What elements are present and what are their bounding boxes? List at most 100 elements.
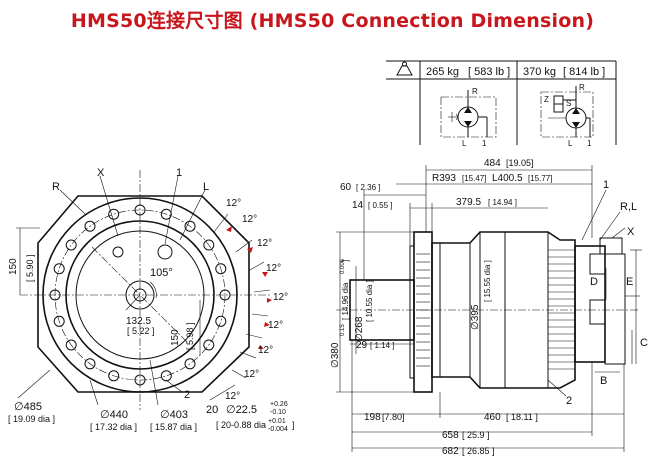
bolt-hole bbox=[65, 239, 77, 251]
front-label-x: X bbox=[97, 167, 105, 179]
angle-12-c: 12° bbox=[257, 238, 272, 249]
hole-dia: ∅22.5 bbox=[226, 404, 257, 416]
dim-198: 198 bbox=[364, 412, 381, 423]
angle-12-g: 12° bbox=[258, 345, 273, 356]
side-label-e: E bbox=[626, 276, 633, 288]
dim-484-in: [19.05] bbox=[506, 158, 534, 168]
body-ribs bbox=[416, 249, 575, 370]
weight-table: 265 kg [ 583 lb ] 370 kg [ 814 lb ] bbox=[386, 60, 617, 145]
angle-12-e: 12° bbox=[273, 292, 288, 303]
dim-150-left: 150 bbox=[8, 258, 19, 275]
schematic-b-port-l: L bbox=[568, 139, 573, 148]
schematic-a-port-r: R bbox=[472, 87, 478, 96]
side-label-x: X bbox=[627, 226, 635, 238]
hole-in: [ 20-0.88 dia bbox=[216, 420, 266, 430]
weight-a-lb: [ 583 lb ] bbox=[468, 66, 510, 78]
bolt-hole bbox=[215, 263, 227, 275]
page-title: HMS50连接尺寸图 (HMS50 Connection Dimension) bbox=[0, 6, 665, 33]
angle-markers bbox=[213, 213, 271, 379]
angle-12-d: 12° bbox=[266, 263, 281, 274]
dia-395-in: [ 15.55 dia ] bbox=[483, 260, 492, 302]
dia-403-in: [ 15.87 dia ] bbox=[150, 422, 197, 432]
red-angle-arrows bbox=[226, 226, 272, 349]
side-label-b: B bbox=[600, 375, 607, 387]
dia-268-in: [ 10.55 dia ] bbox=[365, 280, 374, 322]
bolt-hole bbox=[108, 370, 120, 382]
side-label-rl: R,L bbox=[620, 201, 637, 213]
dim-460: 460 bbox=[484, 412, 501, 423]
dim-379-in: [ 14.94 ] bbox=[488, 198, 517, 207]
front-label-1: 1 bbox=[176, 167, 182, 179]
dim-29: 29 bbox=[356, 340, 368, 351]
front-angle-105: 105° bbox=[150, 267, 173, 279]
dia-395: ∅395 bbox=[470, 304, 481, 330]
bolt-hole bbox=[160, 208, 172, 220]
bolt-hole bbox=[84, 358, 96, 370]
angle-12-f: 12° bbox=[268, 320, 283, 331]
dia-380-tol: 0.15 bbox=[340, 324, 346, 336]
bolt-hole bbox=[108, 208, 120, 220]
schematic-b-port-1: 1 bbox=[587, 139, 592, 148]
dim-658: 658 bbox=[442, 430, 459, 441]
schematic-a-port-l: L bbox=[462, 139, 467, 148]
front-label-l: L bbox=[203, 181, 209, 193]
dim-658-in: [ 25.9 ] bbox=[462, 430, 490, 440]
hole-tol-plus: +0.26 bbox=[270, 401, 288, 408]
dim-l400-in: [15.77] bbox=[528, 174, 552, 183]
front-view: X 1 R L 2 105° 12° 12° 12° 12° 12° 12° 1… bbox=[8, 167, 295, 433]
weight-a: 265 kg bbox=[426, 66, 459, 78]
weight-icon bbox=[396, 61, 413, 76]
hydraulic-schematic-a: R L 1 bbox=[440, 87, 497, 148]
dia-403: ∅403 bbox=[160, 409, 188, 421]
dim-198-in: [7.80] bbox=[382, 412, 405, 422]
bolt-hole bbox=[160, 370, 172, 382]
bolt-hole bbox=[203, 339, 215, 351]
dim-l400: L400.5 bbox=[492, 173, 523, 184]
dim-132-in: [ 5.22 ] bbox=[127, 326, 155, 336]
title-en: (HMS50 Connection Dimension) bbox=[249, 10, 595, 32]
side-label-c: C bbox=[640, 337, 648, 349]
schematic-b-port-r: R bbox=[579, 83, 585, 92]
bolt-hole bbox=[203, 239, 215, 251]
dim-150-left-in: [ 5.90 ] bbox=[25, 254, 35, 282]
dim-682: 682 bbox=[442, 446, 459, 457]
dim-29-in: [ 1.14 ] bbox=[370, 341, 394, 350]
bolt-hole bbox=[53, 315, 65, 327]
angle-12-h: 12° bbox=[244, 369, 259, 380]
dim-150-right-in: [ 5.98 ] bbox=[185, 322, 195, 350]
weight-b: 370 kg bbox=[523, 66, 556, 78]
bolt-hole bbox=[184, 358, 196, 370]
dim-682-in: [ 26.85 ] bbox=[462, 446, 495, 456]
dim-r393-in: [15.47] bbox=[462, 174, 486, 183]
bolt-hole bbox=[53, 263, 65, 275]
side-label-2: 2 bbox=[566, 395, 572, 407]
dim-60-in: [ 2.36 ] bbox=[356, 183, 380, 192]
hydraulic-schematic-b: R Z S L 1 bbox=[540, 83, 594, 148]
dia-268: ∅268 bbox=[354, 316, 365, 342]
dim-132: 132.5 bbox=[126, 316, 151, 327]
dim-484: 484 bbox=[484, 158, 501, 169]
dia-485: ∅485 bbox=[14, 401, 42, 413]
dim-460-in: [ 18.11 ] bbox=[506, 412, 538, 422]
hole-in-tol-plus: +0.01 bbox=[268, 418, 286, 425]
bolt-hole bbox=[84, 220, 96, 232]
hole-tol-minus: -0.10 bbox=[270, 409, 286, 416]
dia-485-in: [ 19.09 dia ] bbox=[8, 414, 55, 424]
dim-150-right: 150 bbox=[170, 329, 181, 346]
dia-380-in-end: ] bbox=[341, 260, 350, 262]
side-label-1: 1 bbox=[603, 179, 609, 191]
title-cn: HMS50连接尺寸图 bbox=[70, 10, 243, 32]
side-label-d: D bbox=[590, 276, 598, 288]
dim-60: 60 bbox=[340, 182, 352, 193]
angle-12-b: 12° bbox=[242, 214, 257, 225]
angle-12-i: 12° bbox=[225, 391, 240, 402]
bolt-hole bbox=[215, 315, 227, 327]
holes-count: 20 bbox=[206, 404, 218, 416]
front-label-2: 2 bbox=[184, 389, 190, 401]
schematic-a-port-1: 1 bbox=[482, 139, 487, 148]
angle-12-a: 12° bbox=[226, 198, 241, 209]
dia-440-in: [ 17.32 dia ] bbox=[90, 422, 137, 432]
dia-380-in: [ 14.96 dia bbox=[341, 282, 350, 320]
side-view: 484 [19.05] R393 [15.47] L400.5 [15.77] … bbox=[330, 158, 648, 457]
